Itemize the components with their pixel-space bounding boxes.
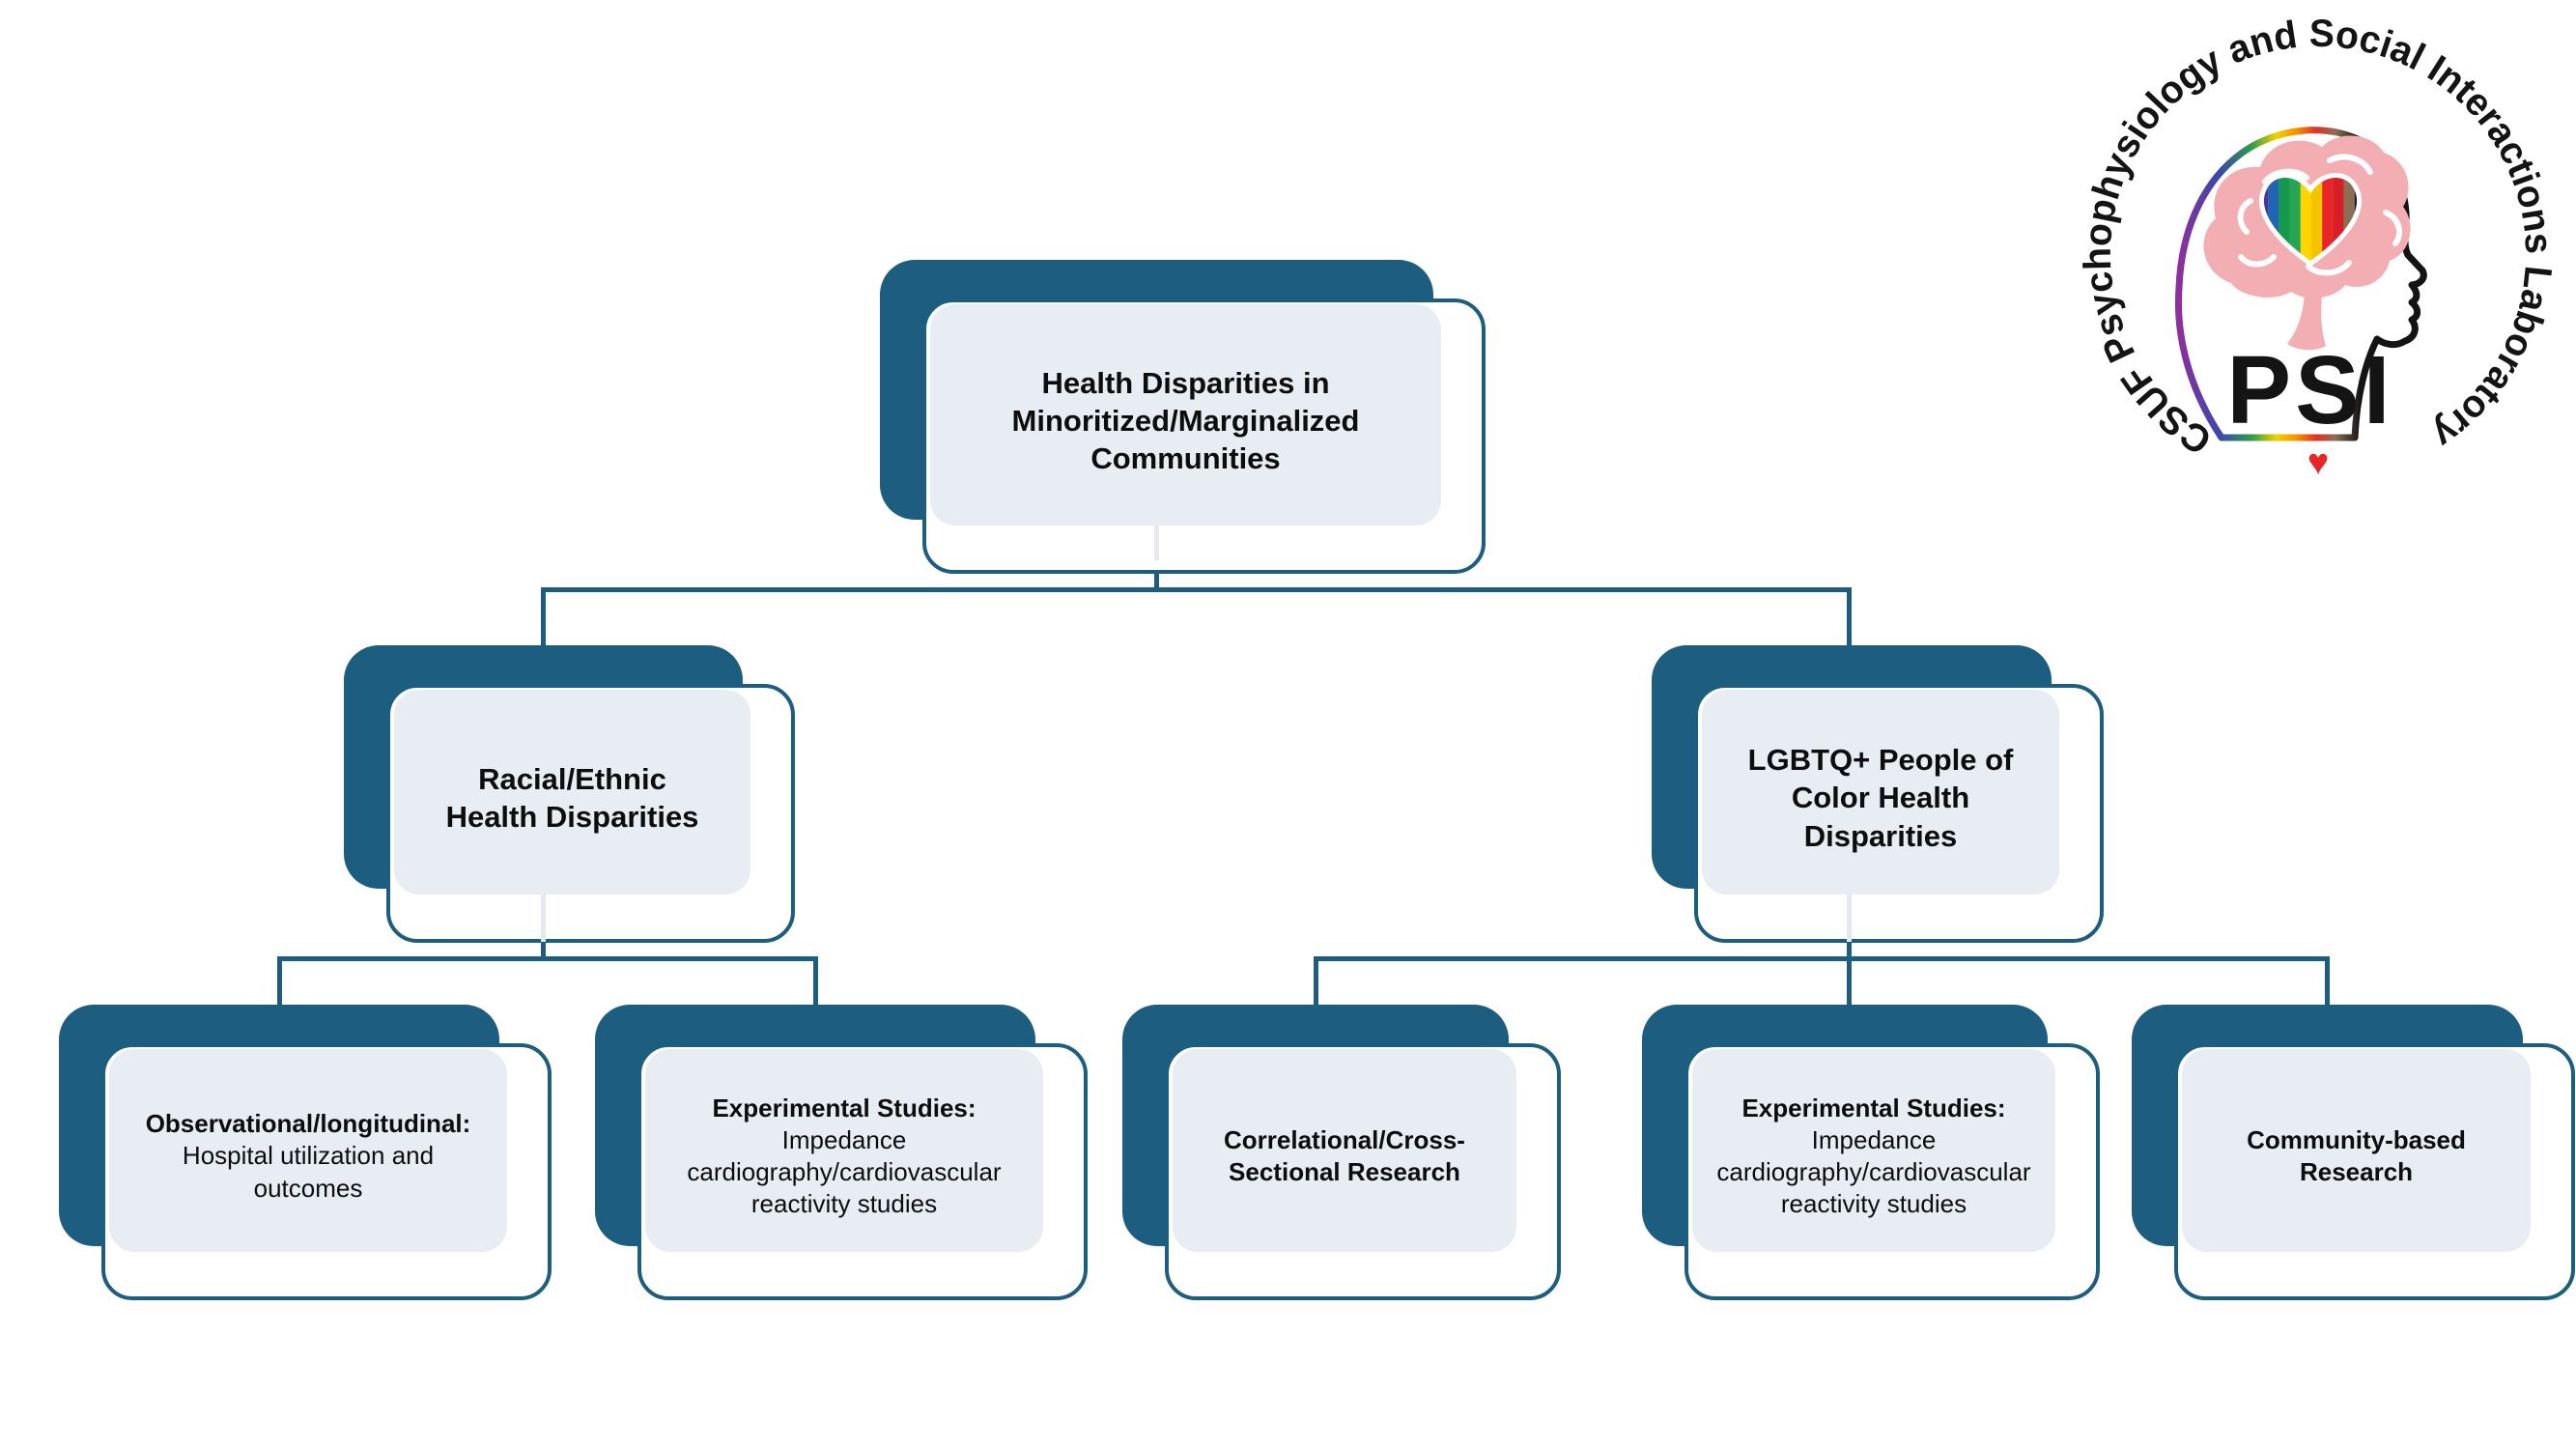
node-leaf-observational: Observational/longitudinal: Hospital uti…: [59, 1005, 552, 1300]
node-root-panel: [930, 304, 1441, 526]
node-leaf-experimental-left: Experimental Studies: Impedance cardiogr…: [595, 1005, 1088, 1300]
node-leaf5-panel: [2182, 1049, 2531, 1252]
node-leaf1-title: Observational/longitudinal:: [145, 1109, 471, 1139]
connector-left-subtree-drop: [541, 940, 546, 960]
node-leaf2-panel: [645, 1049, 1043, 1252]
connector-leaf4-drop: [1847, 956, 1852, 1009]
node-leaf-experimental-right: Experimental Studies: Impedance cardiogr…: [1642, 1005, 2100, 1300]
node-branch-lgbtq-poc: LGBTQ+ People of Color Health Disparitie…: [1652, 645, 2104, 943]
node-branch-right-title: LGBTQ+ People of Color Health Disparitie…: [1747, 743, 2014, 853]
node-branch-left-title: Racial/Ethnic Health Disparities: [445, 761, 699, 834]
connector-root-stub: [1154, 526, 1159, 560]
connector-right-subtree-drop: [1847, 940, 1852, 960]
node-leaf-correlational: Correlational/Cross- Sectional Research: [1122, 1005, 1561, 1300]
node-branch-right-panel: [1702, 690, 2059, 895]
connector-root-drop: [1154, 558, 1159, 591]
connector-leaf5-drop: [2325, 956, 2330, 1009]
connector-leaf3-drop: [1314, 956, 1318, 1009]
node-branch-left-panel: [394, 690, 750, 895]
connector-level1-horizontal: [541, 587, 1852, 592]
node-branch-racial-ethnic: Racial/Ethnic Health Disparities: [344, 645, 795, 943]
node-leaf3-title: Correlational/Cross- Sectional Research: [1224, 1124, 1465, 1186]
node-leaf5-label: Community-based Research: [2170, 1049, 2542, 1252]
pride-heart-icon: [2259, 173, 2362, 268]
connector-branch-left-stub: [541, 895, 546, 942]
node-leaf4-body: Impedance cardiography/cardiovascular re…: [1716, 1124, 2031, 1219]
node-leaf4-title: Experimental Studies:: [1741, 1093, 2006, 1122]
node-leaf1-body: Hospital utilization and outcomes: [182, 1141, 435, 1203]
node-leaf2-body: Impedance cardiography/cardiovascular re…: [687, 1124, 1002, 1219]
connector-right-subtree-horizontal: [1314, 956, 2330, 961]
connector-branch-left-drop: [541, 587, 546, 649]
logo-heart-icon: ♥: [2307, 442, 2330, 483]
psi-acronym-text: PSI: [2226, 336, 2393, 444]
connector-leaf2-drop: [813, 956, 818, 1009]
node-root-title: Health Disparities in Minoritized/Margin…: [1011, 365, 1360, 476]
node-leaf5-title: Community-based Research: [2247, 1124, 2466, 1186]
node-leaf4-panel: [1692, 1049, 2055, 1252]
node-leaf3-label: Correlational/Cross- Sectional Research: [1161, 1049, 1528, 1252]
node-leaf4-label: Experimental Studies: Impedance cardiogr…: [1681, 1049, 2067, 1252]
connector-branch-right-drop: [1847, 587, 1852, 649]
node-branch-right-label: LGBTQ+ People of Color Health Disparitie…: [1690, 690, 2071, 895]
node-root-label: Health Disparities in Minoritized/Margin…: [919, 304, 1453, 526]
node-branch-left-label: Racial/Ethnic Health Disparities: [382, 690, 762, 895]
node-leaf3-panel: [1173, 1049, 1516, 1252]
node-leaf2-title: Experimental Studies:: [712, 1093, 977, 1122]
node-root: Health Disparities in Minoritized/Margin…: [880, 260, 1486, 574]
psi-lab-logo: PSI CSUF Psychophysiology and Social Int…: [2077, 13, 2560, 483]
node-leaf2-label: Experimental Studies: Impedance cardiogr…: [634, 1049, 1055, 1252]
connector-branch-right-stub: [1847, 895, 1852, 942]
connector-left-subtree-horizontal: [277, 956, 818, 961]
node-leaf-community-based: Community-based Research: [2132, 1005, 2575, 1300]
node-leaf1-label: Observational/longitudinal: Hospital uti…: [98, 1049, 519, 1252]
head-profile-icon: [2174, 127, 2427, 441]
connector-leaf1-drop: [277, 956, 282, 1009]
node-leaf1-panel: [109, 1049, 507, 1252]
